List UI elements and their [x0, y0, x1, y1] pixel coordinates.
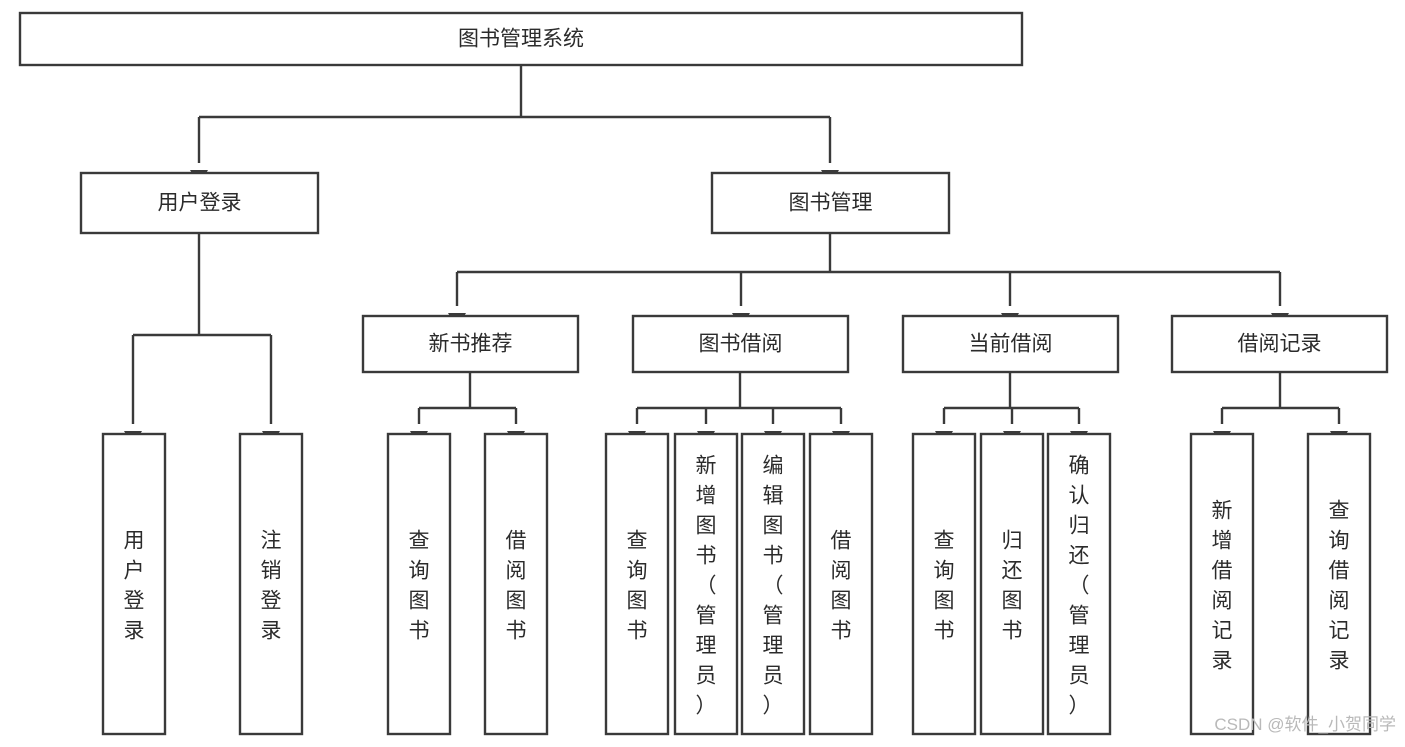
node-new-book-recommend[interactable]: 新书推荐 [361, 314, 580, 374]
node-box-borrow-record [1170, 314, 1389, 374]
node-label-leaf-query-book-current: 查询图书 [934, 529, 955, 642]
node-label-new-book-recommend: 新书推荐 [429, 333, 513, 356]
node-box-leaf-query-book-current [911, 432, 977, 736]
node-box-leaf-borrow-book-recommend [483, 432, 549, 736]
node-leaf-query-book-recommend[interactable]: 查询图书 [386, 432, 452, 736]
connector-layer [131, 65, 1341, 424]
node-box-leaf-add-book-admin [673, 432, 739, 736]
node-leaf-query-book-current[interactable]: 查询图书 [911, 432, 977, 736]
node-label-root: 图书管理系统 [458, 28, 584, 51]
node-label-leaf-query-book-recommend: 查询图书 [409, 529, 430, 642]
node-box-book-manage [710, 171, 951, 235]
node-label-leaf-confirm-return-admin: 确认归还（管理员） [1069, 454, 1090, 717]
node-label-leaf-return-book: 归还图书 [1002, 529, 1023, 642]
node-leaf-add-borrow-record[interactable]: 新增借阅记录 [1189, 432, 1255, 736]
node-box-leaf-edit-book-admin [740, 432, 806, 736]
node-box-root [18, 11, 1024, 67]
node-label-leaf-add-book-admin: 新增图书（管理员） [696, 454, 717, 717]
node-leaf-logout-login[interactable]: 注销登录 [238, 432, 304, 736]
node-box-leaf-query-borrow-record [1306, 432, 1372, 736]
node-label-borrow-record: 借阅记录 [1238, 333, 1322, 356]
node-label-book-manage: 图书管理 [789, 192, 873, 215]
node-box-leaf-query-book-borrow [604, 432, 670, 736]
node-box-leaf-return-book [979, 432, 1045, 736]
node-leaf-edit-book-admin[interactable]: 编辑图书（管理员） [740, 432, 806, 736]
node-user-login[interactable]: 用户登录 [79, 171, 320, 235]
node-leaf-borrow-book[interactable]: 借阅图书 [808, 432, 874, 736]
node-label-leaf-borrow-book: 借阅图书 [831, 529, 852, 642]
node-root[interactable]: 图书管理系统 [18, 11, 1024, 67]
node-label-leaf-add-borrow-record: 新增借阅记录 [1212, 499, 1233, 672]
node-box-leaf-borrow-book [808, 432, 874, 736]
node-box-leaf-logout-login [238, 432, 304, 736]
node-leaf-confirm-return-admin[interactable]: 确认归还（管理员） [1046, 432, 1112, 736]
node-label-user-login: 用户登录 [158, 192, 242, 215]
node-label-current-borrow: 当前借阅 [969, 333, 1053, 356]
node-box-leaf-add-borrow-record [1189, 432, 1255, 736]
node-box-current-borrow [901, 314, 1120, 374]
node-box-leaf-confirm-return-admin [1046, 432, 1112, 736]
node-book-borrow[interactable]: 图书借阅 [631, 314, 850, 374]
node-leaf-query-book-borrow[interactable]: 查询图书 [604, 432, 670, 736]
csdn-watermark: CSDN @软件_小贺同学 [1214, 715, 1396, 734]
node-label-leaf-borrow-book-recommend: 借阅图书 [506, 529, 527, 642]
node-box-book-borrow [631, 314, 850, 374]
node-layer: 图书管理系统用户登录图书管理新书推荐图书借阅当前借阅借阅记录用户登录注销登录查询… [18, 11, 1389, 736]
node-label-leaf-edit-book-admin: 编辑图书（管理员） [763, 454, 784, 717]
node-label-leaf-user-login: 用户登录 [124, 529, 145, 642]
node-leaf-query-borrow-record[interactable]: 查询借阅记录 [1306, 432, 1372, 736]
node-label-leaf-query-borrow-record: 查询借阅记录 [1329, 499, 1350, 672]
node-box-user-login [79, 171, 320, 235]
node-leaf-borrow-book-recommend[interactable]: 借阅图书 [483, 432, 549, 736]
node-current-borrow[interactable]: 当前借阅 [901, 314, 1120, 374]
node-label-book-borrow: 图书借阅 [699, 333, 783, 356]
node-leaf-user-login[interactable]: 用户登录 [101, 432, 167, 736]
node-book-manage[interactable]: 图书管理 [710, 171, 951, 235]
node-box-new-book-recommend [361, 314, 580, 374]
node-box-leaf-user-login [101, 432, 167, 736]
node-leaf-return-book[interactable]: 归还图书 [979, 432, 1045, 736]
node-label-leaf-query-book-borrow: 查询图书 [627, 529, 648, 642]
node-leaf-add-book-admin[interactable]: 新增图书（管理员） [673, 432, 739, 736]
node-borrow-record[interactable]: 借阅记录 [1170, 314, 1389, 374]
node-box-leaf-query-book-recommend [386, 432, 452, 736]
node-label-leaf-logout-login: 注销登录 [261, 529, 282, 642]
